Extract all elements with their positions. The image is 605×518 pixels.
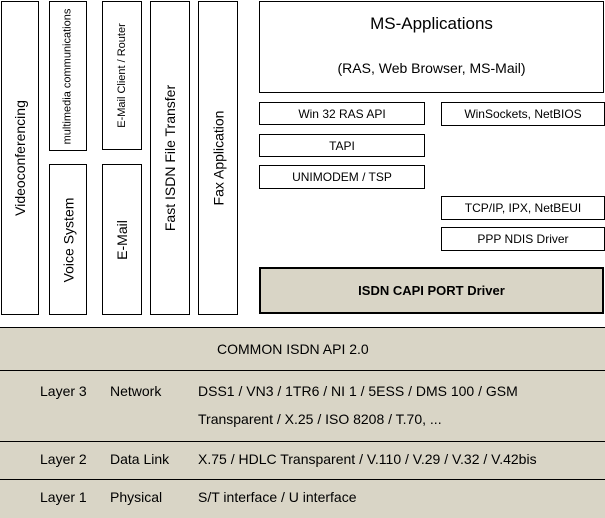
layer2-label: Layer 2 bbox=[40, 451, 87, 467]
layer2-band bbox=[0, 441, 605, 479]
ms-applications-box: MS-Applications (RAS, Web Browser, MS-Ma… bbox=[259, 1, 604, 93]
ppp-ndis-driver-box: PPP NDIS Driver bbox=[441, 227, 605, 251]
email-label: E-Mail bbox=[114, 219, 131, 260]
layer1-name: Physical bbox=[110, 489, 163, 505]
unimodem-tsp-box: UNIMODEM / TSP bbox=[259, 165, 425, 189]
email-client-router-label: E-Mail Client / Router bbox=[115, 23, 128, 128]
videoconferencing-box: Videoconferencing bbox=[1, 1, 39, 315]
layer2-name: Data Link bbox=[110, 451, 170, 467]
fax-application-label: Fax Application bbox=[210, 110, 227, 206]
winsockets-netbios-box: WinSockets, NetBIOS bbox=[441, 102, 605, 126]
multimedia-communications-box: multimedia communications bbox=[49, 1, 87, 151]
common-isdn-api-band bbox=[0, 327, 605, 370]
email-box: E-Mail bbox=[102, 164, 142, 315]
layer1-protocols: S/T interface / U interface bbox=[198, 489, 357, 505]
voice-system-label: Voice System bbox=[60, 197, 77, 282]
isdn-capi-port-driver-box: ISDN CAPI PORT Driver bbox=[259, 267, 604, 314]
tcpip-ipx-netbeui-box: TCP/IP, IPX, NetBEUI bbox=[441, 196, 605, 220]
layer3-band bbox=[0, 370, 605, 441]
win32-ras-api-box: Win 32 RAS API bbox=[259, 102, 425, 125]
tapi-box: TAPI bbox=[259, 134, 425, 157]
layer3-name: Network bbox=[110, 383, 162, 399]
fax-application-box: Fax Application bbox=[198, 1, 238, 315]
email-client-router-box: E-Mail Client / Router bbox=[102, 1, 142, 150]
fast-isdn-file-transfer-label: Fast ISDN File Transfer bbox=[162, 84, 179, 232]
layer3-label: Layer 3 bbox=[40, 383, 87, 399]
voice-system-box: Voice System bbox=[49, 164, 87, 315]
videoconferencing-label: Videoconferencing bbox=[12, 100, 28, 216]
common-isdn-api-label: COMMON ISDN API 2.0 bbox=[217, 341, 369, 357]
layer3-protocols-line1: DSS1 / VN3 / 1TR6 / NI 1 / 5ESS / DMS 10… bbox=[198, 383, 518, 399]
layer1-label: Layer 1 bbox=[40, 489, 87, 505]
layer1-band bbox=[0, 479, 605, 518]
layer3-protocols-line2: Transparent / X.25 / ISO 8208 / T.70, ..… bbox=[198, 411, 442, 427]
fast-isdn-file-transfer-box: Fast ISDN File Transfer bbox=[150, 1, 190, 315]
ms-applications-subtitle: (RAS, Web Browser, MS-Mail) bbox=[337, 60, 526, 76]
ms-applications-title: MS-Applications bbox=[370, 14, 493, 33]
layer2-protocols: X.75 / HDLC Transparent / V.110 / V.29 /… bbox=[198, 451, 537, 467]
multimedia-communications-label: multimedia communications bbox=[61, 8, 74, 144]
